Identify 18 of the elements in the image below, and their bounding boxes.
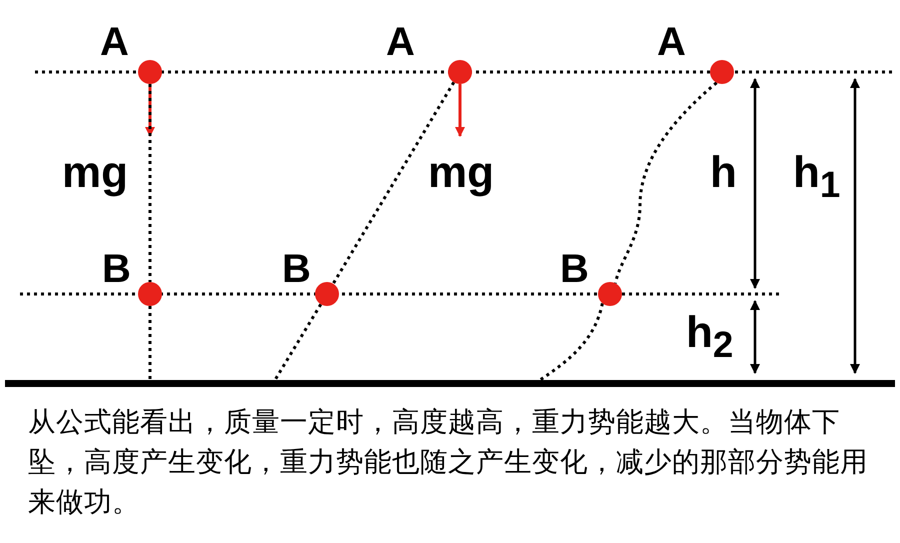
height-label: h (710, 150, 737, 196)
trajectory-line (148, 84, 152, 282)
point-label: B (560, 249, 589, 289)
point-label: A (100, 22, 129, 62)
height-label: h$_{1}$ (793, 150, 840, 207)
point-label: B (282, 249, 311, 289)
trajectory-line (614, 82, 718, 284)
height-label: h$_{2}$ (686, 310, 734, 367)
force-label: mg (428, 150, 494, 196)
trajectory-line (148, 306, 152, 380)
trajectory-line (332, 82, 456, 284)
force-label: mg (62, 150, 128, 196)
caption: 从公式能看出，质量一定时，高度越高，重力势能越大。当物体下坠，高度产生变化，重力势能也随之产生变化，减少的那部分势能用来做功。 (28, 405, 869, 520)
point-label: A (657, 22, 686, 62)
trajectory-line (274, 304, 322, 381)
trajectory-line (539, 302, 604, 382)
point-label: A (386, 22, 415, 62)
point-label: B (102, 249, 131, 289)
